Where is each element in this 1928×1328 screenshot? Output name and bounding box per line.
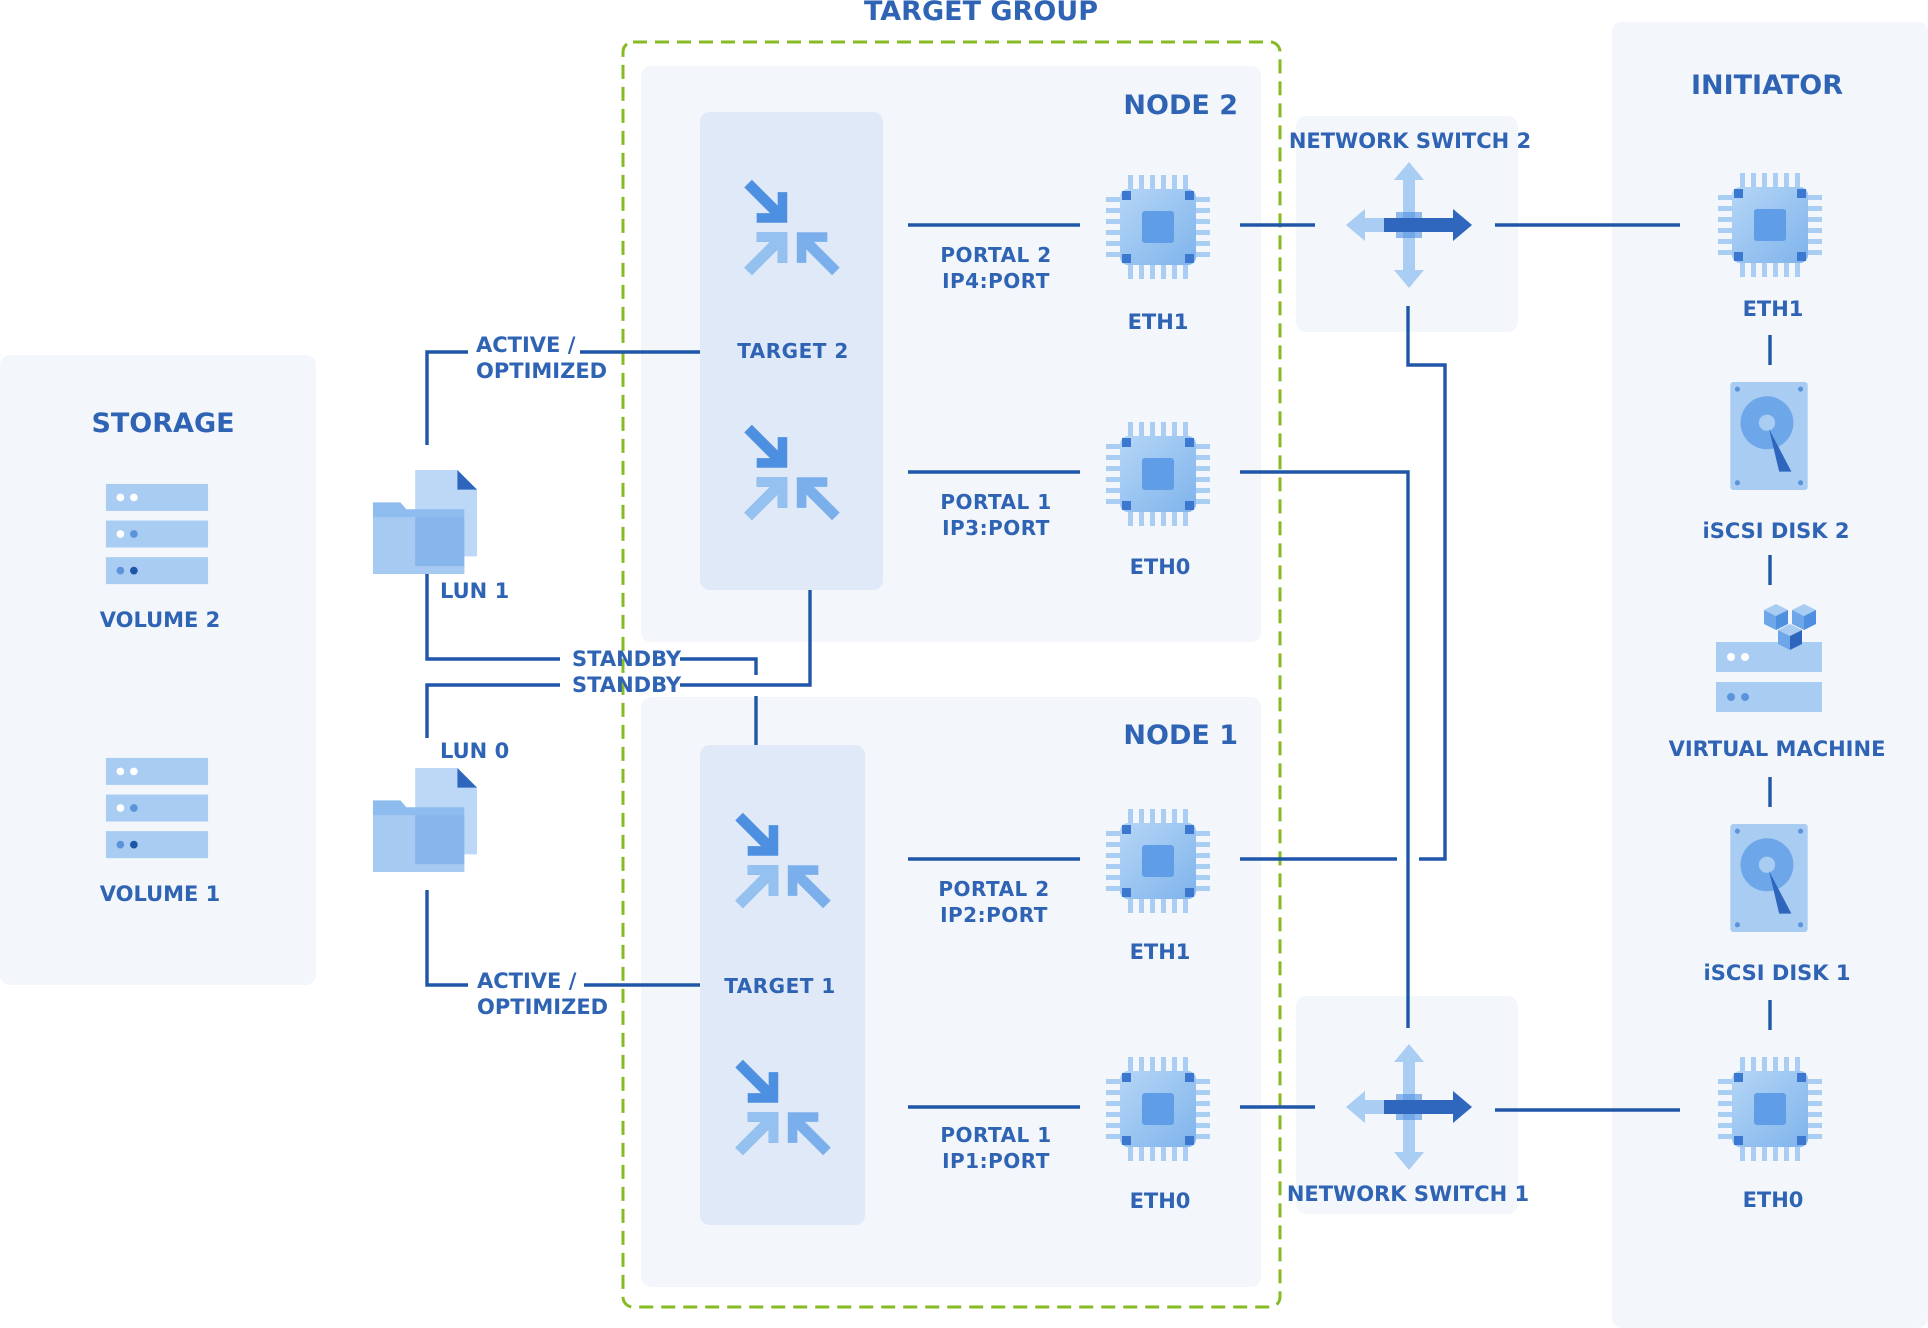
standby-label-2: STANDBY — [572, 673, 682, 697]
active-optimized-top-line2: OPTIMIZED — [476, 359, 607, 383]
node1-heading: NODE 1 — [1123, 720, 1238, 751]
node2-heading: NODE 2 — [1123, 90, 1238, 121]
target1-box — [700, 745, 865, 1225]
standby-label-1: STANDBY — [572, 647, 682, 671]
volume1-label: VOLUME 1 — [100, 882, 221, 906]
node2-eth0-label: ETH0 — [1130, 555, 1191, 579]
node1-portal2-line2: IP2:PORT — [940, 903, 1048, 927]
node2-eth1-label: ETH1 — [1128, 310, 1189, 334]
initiator-eth1-label: ETH1 — [1743, 297, 1804, 321]
hard-disk-icon — [1730, 382, 1808, 490]
lun1-label: LUN 1 — [440, 579, 509, 603]
switch1-label: NETWORK SWITCH 1 — [1287, 1182, 1529, 1206]
storage-heading: STORAGE — [91, 408, 234, 439]
node1-portal1-line2: IP1:PORT — [942, 1149, 1050, 1173]
target2-label: TARGET 2 — [737, 339, 849, 363]
active-optimized-bottom-line1: ACTIVE / — [477, 969, 577, 993]
node2-portal2-line1: PORTAL 2 — [940, 243, 1051, 267]
node2-portal1-line2: IP3:PORT — [942, 516, 1050, 540]
folder-file-icon — [372, 469, 478, 575]
lun0-label: LUN 0 — [440, 739, 509, 763]
active-optimized-bottom-line2: OPTIMIZED — [477, 995, 608, 1019]
diagram-title: TARGET GROUP — [864, 0, 1098, 27]
node1-eth1-label: ETH1 — [1130, 940, 1191, 964]
active-optimized-top-line1: ACTIVE / — [476, 333, 576, 357]
node1-portal2-line1: PORTAL 2 — [938, 877, 1049, 901]
hard-disk-icon — [1730, 824, 1808, 932]
iscsi-disk2-label: iSCSI DISK 2 — [1703, 519, 1850, 543]
node1-eth0-label: ETH0 — [1130, 1189, 1191, 1213]
target2-box — [700, 112, 883, 590]
initiator-heading: INITIATOR — [1691, 70, 1843, 101]
switch2-label: NETWORK SWITCH 2 — [1289, 129, 1531, 153]
server-rack-icon — [105, 757, 209, 859]
folder-file-icon — [372, 767, 478, 873]
node2-portal1-line1: PORTAL 1 — [940, 490, 1051, 514]
node2-portal2-line2: IP4:PORT — [942, 269, 1050, 293]
target1-label: TARGET 1 — [724, 974, 836, 998]
target-group-border — [621, 40, 1282, 1309]
connection-wires — [425, 223, 1772, 1112]
storage-panel — [0, 355, 316, 985]
initiator-eth0-label: ETH0 — [1743, 1188, 1804, 1212]
iscsi-disk1-label: iSCSI DISK 1 — [1704, 961, 1851, 985]
node1-portal1-line1: PORTAL 1 — [940, 1123, 1051, 1147]
volume2-label: VOLUME 2 — [100, 608, 221, 632]
virtual-machine-label: VIRTUAL MACHINE — [1669, 737, 1886, 761]
server-rack-icon — [105, 483, 209, 585]
initiator-panel — [1612, 22, 1928, 1328]
